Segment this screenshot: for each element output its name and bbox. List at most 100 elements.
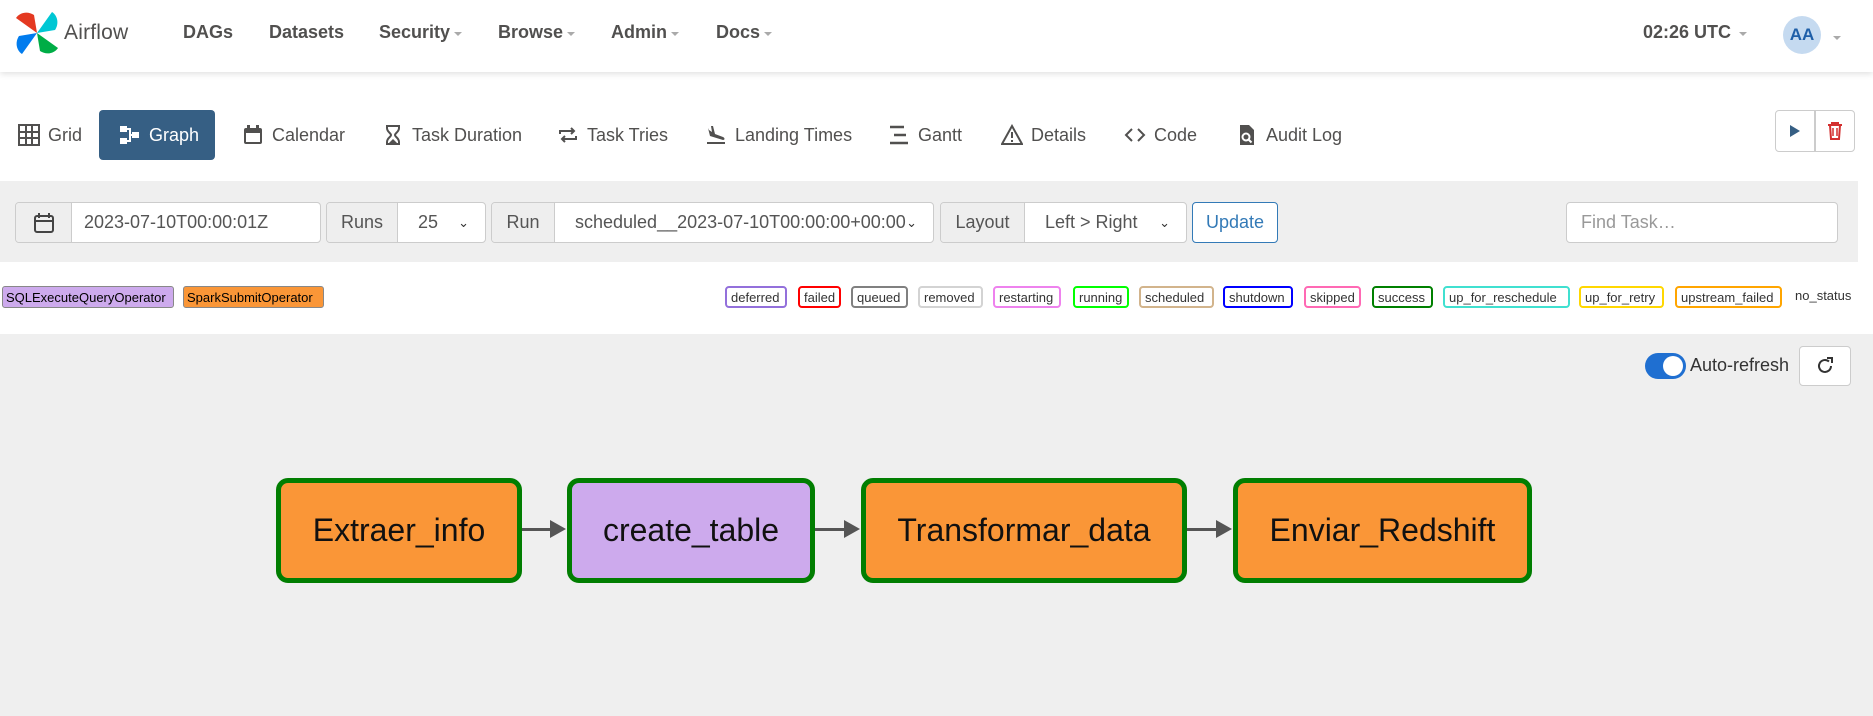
graph-icon bbox=[119, 124, 141, 146]
nav-admin-label: Admin bbox=[611, 22, 667, 42]
trigger-dag-button[interactable] bbox=[1775, 110, 1815, 152]
play-icon bbox=[1790, 125, 1800, 137]
status-restarting: restarting bbox=[993, 286, 1061, 308]
tab-landing-times[interactable]: Landing Times bbox=[703, 110, 854, 160]
nav-docs[interactable]: Docs bbox=[716, 22, 773, 43]
status-success: success bbox=[1372, 286, 1433, 308]
status-queued: queued bbox=[851, 286, 908, 308]
gantt-icon bbox=[888, 124, 910, 146]
tab-task-duration[interactable]: Task Duration bbox=[380, 110, 524, 160]
tab-landing-times-label: Landing Times bbox=[735, 124, 853, 145]
status-up_for_retry: up_for_retry bbox=[1579, 286, 1664, 308]
tab-details[interactable]: Details bbox=[999, 110, 1088, 160]
top-navbar: Airflow DAGs Datasets Security Browse Ad… bbox=[0, 0, 1873, 72]
caret-down-icon bbox=[1739, 32, 1748, 36]
plane-landing-icon bbox=[705, 124, 727, 146]
nav-dags[interactable]: DAGs bbox=[183, 22, 233, 43]
caret-down-icon[interactable] bbox=[1833, 36, 1841, 40]
refresh-button[interactable] bbox=[1799, 346, 1851, 386]
update-button[interactable]: Update bbox=[1192, 202, 1278, 243]
tab-gantt[interactable]: Gantt bbox=[886, 110, 964, 160]
nav-datasets[interactable]: Datasets bbox=[269, 22, 344, 43]
chevron-down-icon: ⌄ bbox=[458, 214, 469, 230]
auto-refresh-toggle[interactable] bbox=[1645, 353, 1686, 379]
tab-task-tries-label: Task Tries bbox=[587, 124, 669, 145]
status-deferred: deferred bbox=[725, 286, 787, 308]
calendar-icon[interactable] bbox=[16, 203, 72, 242]
hourglass-icon bbox=[382, 124, 404, 146]
tab-graph[interactable]: Graph bbox=[99, 110, 215, 160]
calendar-icon bbox=[242, 124, 264, 146]
tab-gantt-label: Gantt bbox=[918, 124, 963, 145]
operator-legend-SQLExecuteQueryOperator: SQLExecuteQueryOperator bbox=[2, 286, 174, 308]
tab-grid-label: Grid bbox=[48, 124, 83, 145]
caret-down-icon bbox=[567, 32, 576, 36]
chevron-down-icon: ⌄ bbox=[1159, 214, 1170, 230]
file-search-icon bbox=[1236, 124, 1258, 146]
caret-down-icon bbox=[671, 32, 679, 36]
runs-select-group[interactable]: Runs 25⌄ bbox=[326, 202, 486, 243]
nav-datasets-label: Datasets bbox=[269, 22, 345, 42]
repeat-icon bbox=[557, 124, 579, 146]
nav-docs-label: Docs bbox=[716, 22, 761, 42]
status-running: running bbox=[1073, 286, 1129, 308]
status-scheduled: scheduled bbox=[1139, 286, 1214, 308]
operator-legend-SparkSubmitOperator: SparkSubmitOperator bbox=[183, 286, 324, 308]
edge-line bbox=[1187, 528, 1217, 531]
find-task-input[interactable]: Find Task… bbox=[1566, 202, 1838, 243]
task-node-Transformar_data[interactable]: Transformar_data bbox=[861, 478, 1187, 583]
execution-date-input[interactable]: 2023-07-10T00:00:01Z bbox=[84, 212, 269, 232]
auto-refresh-label: Auto-refresh bbox=[1690, 355, 1790, 375]
clock-label: 02:26 UTC bbox=[1643, 22, 1732, 42]
delete-dag-button[interactable] bbox=[1815, 110, 1855, 152]
tab-task-duration-label: Task Duration bbox=[412, 124, 523, 145]
tab-audit-log[interactable]: Audit Log bbox=[1234, 110, 1344, 160]
run-select-group[interactable]: Run scheduled__2023-07-10T00:00:00+00:00… bbox=[491, 202, 934, 243]
nav-browse-label: Browse bbox=[498, 22, 564, 42]
status-shutdown: shutdown bbox=[1223, 286, 1293, 308]
brand-name: Airflow bbox=[64, 21, 129, 44]
tab-audit-log-label: Audit Log bbox=[1266, 124, 1343, 145]
tab-calendar[interactable]: Calendar bbox=[240, 110, 347, 160]
task-node-Extraer_info[interactable]: Extraer_info bbox=[276, 478, 522, 583]
nav-browse[interactable]: Browse bbox=[498, 22, 576, 43]
date-picker-group[interactable]: 2023-07-10T00:00:01Z bbox=[15, 202, 321, 243]
caret-down-icon bbox=[454, 32, 463, 36]
edge-arrowhead-icon bbox=[1216, 520, 1232, 538]
layout-select[interactable]: Left > Right ⌄ bbox=[1025, 203, 1186, 242]
airflow-pinwheel-icon bbox=[16, 12, 58, 54]
run-value: scheduled__2023-07-10T00:00:00+00:00 bbox=[575, 212, 906, 232]
run-select[interactable]: scheduled__2023-07-10T00:00:00+00:00⌄ bbox=[555, 203, 933, 242]
nav-security[interactable]: Security bbox=[379, 22, 463, 43]
nav-admin[interactable]: Admin bbox=[611, 22, 679, 43]
run-label: Run bbox=[492, 203, 555, 242]
layout-value: Left > Right bbox=[1045, 212, 1138, 232]
tab-details-label: Details bbox=[1031, 124, 1087, 145]
layout-select-group[interactable]: Layout Left > Right⌄ bbox=[940, 202, 1187, 243]
status-no-status: no_status bbox=[1795, 288, 1852, 303]
status-failed: failed bbox=[798, 286, 841, 308]
task-node-create_table[interactable]: create_table bbox=[567, 478, 815, 583]
nav-dags-label: DAGs bbox=[183, 22, 234, 42]
timezone-clock[interactable]: 02:26 UTC bbox=[1643, 22, 1748, 43]
status-removed: removed bbox=[918, 286, 983, 308]
grid-icon bbox=[18, 124, 40, 146]
trash-icon bbox=[1828, 122, 1842, 140]
tab-calendar-label: Calendar bbox=[272, 124, 346, 145]
edge-arrowhead-icon bbox=[844, 520, 860, 538]
refresh-icon bbox=[1818, 357, 1833, 373]
status-up_for_reschedule: up_for_reschedule bbox=[1443, 286, 1570, 308]
task-node-Enviar_Redshift[interactable]: Enviar_Redshift bbox=[1233, 478, 1532, 583]
warning-triangle-icon bbox=[1001, 124, 1023, 146]
tab-task-tries[interactable]: Task Tries bbox=[555, 110, 670, 160]
tab-grid[interactable]: Grid bbox=[16, 110, 84, 160]
user-avatar[interactable]: AA bbox=[1783, 16, 1821, 54]
airflow-logo[interactable]: Airflow bbox=[14, 10, 128, 56]
tab-code[interactable]: Code bbox=[1122, 110, 1199, 160]
runs-select[interactable]: 25 ⌄ bbox=[398, 203, 485, 242]
tab-graph-label: Graph bbox=[149, 124, 200, 145]
caret-down-icon bbox=[764, 32, 773, 36]
runs-value: 25 bbox=[418, 212, 439, 232]
code-icon bbox=[1124, 124, 1146, 146]
chevron-down-icon: ⌄ bbox=[906, 214, 917, 230]
